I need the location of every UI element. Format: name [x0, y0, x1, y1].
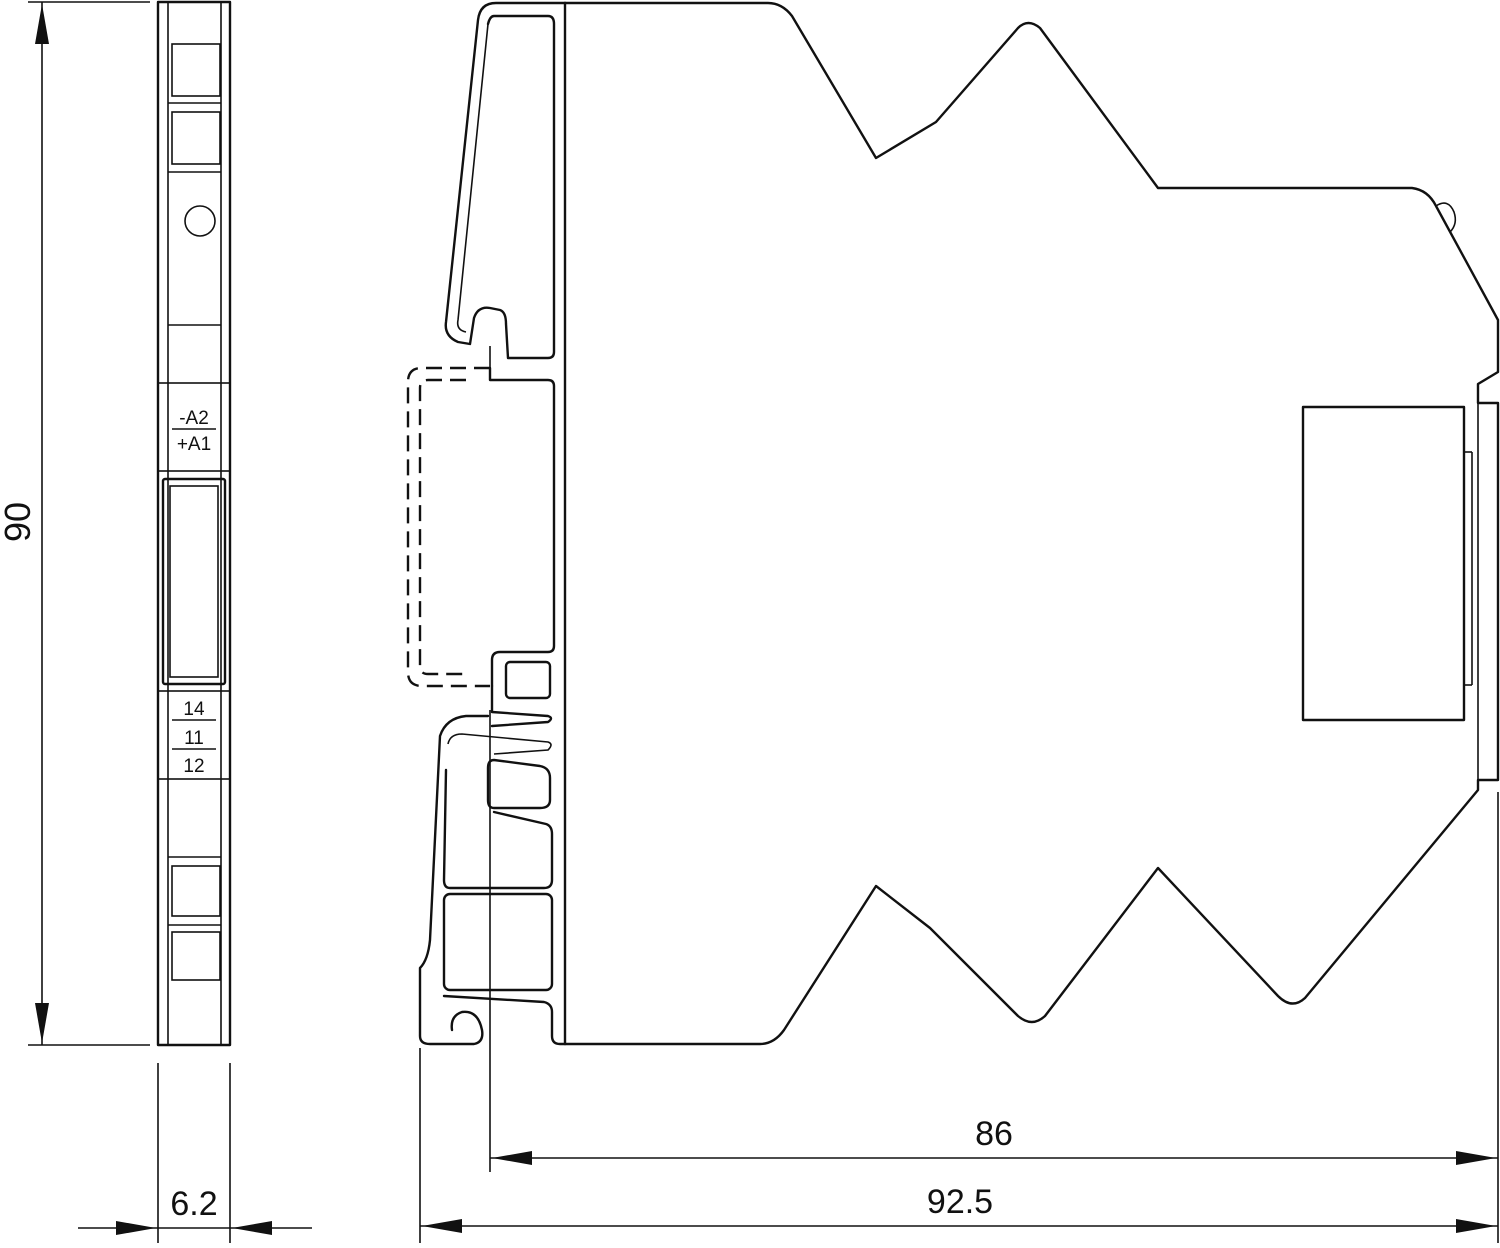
lower-latch [418, 660, 567, 1046]
upper-clip [444, 1, 567, 360]
label-12: 12 [183, 756, 204, 777]
dimension-height-label: 90 [0, 502, 38, 542]
relay-window [161, 477, 227, 686]
contact-label-area [157, 690, 231, 780]
label-minus-a2: -A2 [179, 408, 209, 429]
label-11: 11 [184, 728, 204, 749]
label-plus-a1: +A1 [177, 434, 211, 455]
dimension-depth-inner: 86 [490, 792, 1499, 1243]
dimension-depth-total: 92.5 [419, 1048, 1498, 1243]
upper-screw-openings [168, 43, 221, 173]
dimension-width-label: 6.2 [170, 1185, 217, 1223]
din-rail [406, 366, 490, 688]
dimension-depth-inner-label: 86 [975, 1115, 1013, 1153]
relay-window-inner [169, 485, 219, 678]
led-indicator [184, 205, 216, 237]
terminal-block [1301, 405, 1466, 722]
dimension-depth-total-label: 92.5 [927, 1183, 993, 1221]
latch-nub [1435, 202, 1457, 233]
lower-screw-openings [168, 856, 221, 981]
mounting-channel [488, 366, 556, 688]
front-view: -A2 +A1 14 11 12 [156, 0, 232, 1047]
dimension-width: 6.2 [78, 1063, 312, 1243]
coil-label-area [157, 382, 231, 472]
label-14: 14 [183, 699, 205, 720]
side-view [406, 1, 1500, 1172]
housing-outline [563, 1, 1500, 1046]
front-view-outline [156, 0, 232, 1047]
dimension-height: 90 [0, 1, 150, 1046]
